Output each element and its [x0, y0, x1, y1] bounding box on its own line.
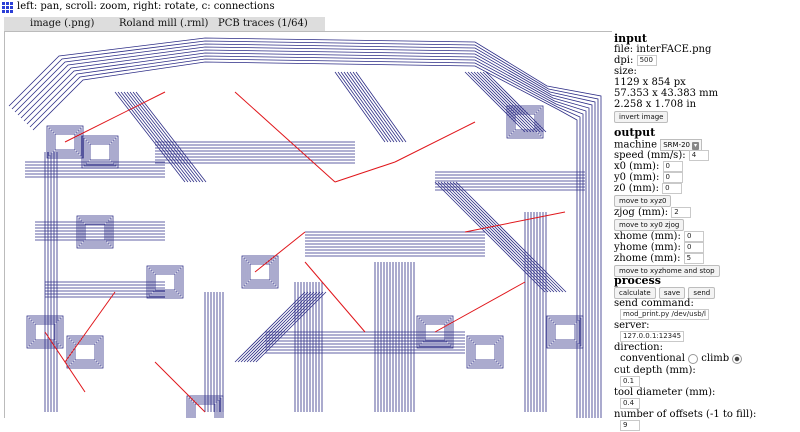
move-to-xy0-zjog-button[interactable]: move to xy0 zjog	[614, 219, 685, 231]
speed-field[interactable]: 4	[688, 150, 709, 161]
move-to-xyz0-button[interactable]: move to xyz0	[614, 195, 672, 207]
yhome-label: yhome (mm):	[614, 242, 681, 253]
y0-label: y0 (mm):	[614, 172, 660, 183]
send-button[interactable]: send	[688, 287, 716, 299]
server-field[interactable]: 127.0.0.1:12345	[620, 331, 685, 342]
conventional-radio[interactable]	[688, 353, 699, 364]
toolpath-drawing	[8, 37, 602, 418]
tool-diameter-field[interactable]: 0.4	[620, 398, 640, 409]
z0-label: z0 (mm):	[614, 183, 659, 194]
offsets-label: number of offsets (-1 to fill):	[614, 409, 757, 420]
input-heading: input	[614, 32, 647, 45]
xhome-field[interactable]: 0	[684, 231, 705, 242]
tab-pcb-traces[interactable]: PCB traces (1/64)	[218, 18, 308, 29]
tool-diameter-label: tool diameter (mm):	[614, 387, 716, 398]
climb-radio[interactable]	[732, 353, 743, 364]
yhome-field[interactable]: 0	[684, 242, 705, 253]
machine-label: machine	[614, 139, 658, 151]
chevron-down-icon: ▾	[692, 142, 700, 150]
mods-grid-icon[interactable]	[2, 2, 14, 14]
tab-roland-mill[interactable]: Roland mill (.rml)	[119, 18, 209, 29]
send-command-field[interactable]: mod_print.py /dev/usb/l	[620, 309, 709, 320]
machine-value: SRM-20	[663, 141, 691, 149]
x0-label: x0 (mm):	[614, 161, 660, 172]
offsets-field[interactable]: 9	[620, 420, 640, 431]
zjog-label: zjog (mm):	[614, 207, 669, 218]
top-bar: left: pan, scroll: zoom, right: rotate, …	[0, 0, 800, 16]
cut-depth-label: cut depth (mm):	[614, 365, 696, 376]
tab-image[interactable]: image (.png)	[30, 18, 95, 29]
cut-depth-field[interactable]: 0.1	[620, 376, 640, 387]
output-heading: output	[614, 126, 656, 139]
size-mm: 57.353 x 43.383 mm	[614, 88, 719, 99]
controls-hint: left: pan, scroll: zoom, right: rotate, …	[17, 1, 275, 12]
server-label: server:	[614, 320, 650, 331]
zhome-field[interactable]: 5	[683, 253, 704, 264]
size-px: 1129 x 854 px	[614, 77, 686, 88]
input-file: file: interFACE.png	[614, 44, 712, 55]
zjog-field[interactable]: 2	[671, 207, 692, 218]
conventional-label: conventional	[620, 353, 685, 364]
xhome-label: xhome (mm):	[614, 231, 681, 242]
climb-label: climb	[701, 353, 730, 364]
toolpath-canvas[interactable]	[4, 31, 612, 418]
dpi-label: dpi:	[614, 55, 634, 66]
dpi-field[interactable]: 500	[636, 55, 657, 66]
zhome-label: zhome (mm):	[614, 253, 681, 264]
machine-select[interactable]: SRM-20▾	[660, 139, 703, 151]
send-command-label: send command:	[614, 298, 694, 309]
move-to-xyzhome-button[interactable]: move to xyzhome and stop	[614, 265, 720, 277]
x0-field[interactable]: 0	[662, 161, 683, 172]
process-heading: process	[614, 274, 661, 287]
speed-label: speed (mm/s):	[614, 150, 686, 161]
z0-field[interactable]: 0	[662, 183, 683, 194]
view-tabs: image (.png) Roland mill (.rml) PCB trac…	[4, 17, 325, 31]
direction-label: direction:	[614, 342, 663, 353]
size-in: 2.258 x 1.708 in	[614, 99, 697, 110]
size-label: size:	[614, 66, 637, 77]
invert-image-button[interactable]: invert image	[614, 111, 669, 123]
y0-field[interactable]: 0	[662, 172, 683, 183]
